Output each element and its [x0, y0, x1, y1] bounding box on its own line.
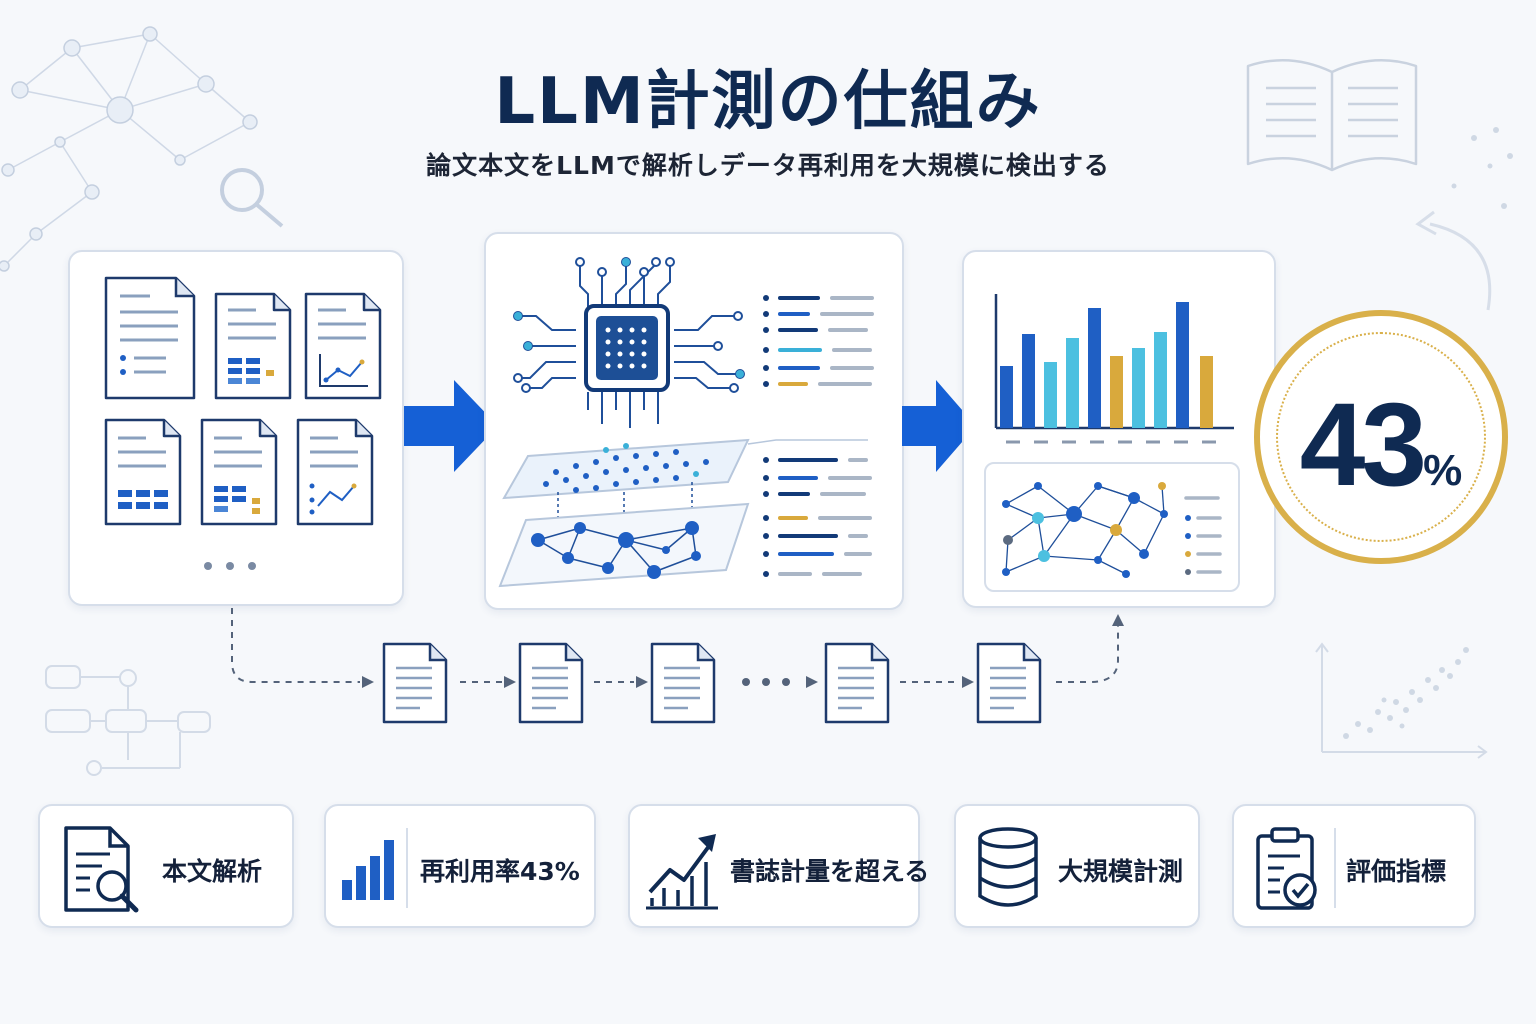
scatter-plot-decoration	[1315, 642, 1488, 759]
llm-analysis-panel	[484, 232, 904, 610]
clipboard-check-icon	[1256, 827, 1317, 910]
page-title: LLM計測の仕組み	[494, 65, 1042, 139]
results-panel	[962, 250, 1276, 608]
trend-up-icon	[646, 834, 718, 910]
document-search-icon	[64, 826, 139, 913]
feature-label: 書誌計量を超える	[730, 857, 930, 886]
network-decoration	[0, 26, 284, 272]
book-icon	[1246, 58, 1418, 172]
network-subpanel	[984, 462, 1240, 592]
page-subtitle: 論文本文をLLMで解析しデータ再利用を大規模に検出する	[426, 151, 1110, 180]
bar-chart-graphic	[994, 294, 1234, 444]
dots-decoration	[1451, 127, 1513, 209]
feature-label: 評価指標	[1346, 857, 1447, 886]
document-collection-icon	[104, 276, 382, 570]
arrow-right-icon	[902, 380, 976, 472]
feature-label: 本文解析	[162, 857, 263, 886]
feature-card-evaluation-metrics: 評価指標	[1232, 804, 1476, 928]
llm-chip-icon	[498, 257, 874, 588]
feature-card-beyond-bibliometrics: 書誌計量を超える	[628, 804, 929, 928]
feature-label: 大規模計測	[1058, 857, 1184, 886]
network-graph-icon	[1002, 482, 1222, 578]
result-unit: %	[1423, 446, 1463, 495]
curved-arrow-decoration	[1415, 210, 1492, 311]
documents-panel	[68, 250, 404, 606]
document-flow	[231, 608, 1124, 724]
result-value: 43%	[1299, 379, 1463, 511]
flowchart-decoration	[45, 665, 211, 776]
result-badge: 43%	[1254, 310, 1508, 564]
arrow-right-icon	[404, 380, 498, 472]
bar-chart-icon	[342, 840, 394, 900]
database-icon	[978, 827, 1038, 907]
feature-label: 再利用率43%	[420, 857, 580, 886]
feature-card-body-analysis: 本文解析	[38, 804, 294, 928]
feature-card-reuse-rate: 再利用率43%	[324, 804, 596, 928]
feature-card-large-scale: 大規模計測	[954, 804, 1200, 928]
